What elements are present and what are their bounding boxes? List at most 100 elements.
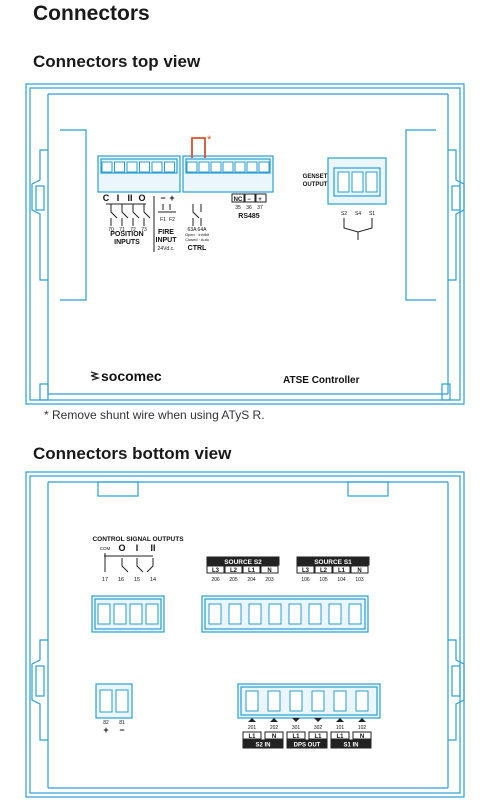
top-housing — [25, 83, 465, 405]
input-pair-banner — [242, 739, 284, 749]
terminal-screw — [164, 161, 175, 173]
position-symbol: I — [117, 193, 120, 203]
ctrl-rs485-connector — [182, 155, 274, 193]
terminal-screw — [97, 603, 111, 625]
cso-connector — [91, 595, 165, 633]
source-s1-label: SOURCE S1 — [314, 559, 352, 566]
position-terminal: 70 — [108, 227, 114, 233]
terminal-screw — [355, 690, 369, 712]
rs485-terminal: 35 — [235, 205, 241, 211]
terminal-screw — [258, 161, 270, 173]
page-heading: Connectors — [33, 2, 150, 25]
position-symbol: II — [127, 193, 132, 203]
sources-connector — [201, 595, 369, 633]
ctrl-terminal: 63A — [188, 227, 198, 233]
terminal-screw — [113, 603, 127, 625]
fire-input-label-2: INPUT — [156, 237, 178, 244]
input-pair-label: S2 IN — [255, 743, 270, 749]
rs485-symbol-boxes — [231, 193, 267, 203]
terminal-screw — [222, 161, 234, 173]
cso-symbol: II — [150, 543, 155, 553]
terminal-screw — [289, 690, 303, 712]
rs485-label: RS485 — [238, 213, 260, 220]
position-inputs-label-1: POSITION — [110, 231, 143, 238]
input-terminal: 202 — [270, 725, 279, 731]
terminal-screw — [208, 603, 222, 625]
shunt-asterisk: * — [207, 134, 212, 146]
cso-terminal: 17 — [102, 577, 108, 583]
input-pair-label: S1 IN — [343, 743, 358, 749]
output-arrow — [314, 718, 322, 722]
genset-label-1: GENSET — [303, 174, 328, 180]
input-terminal: 201 — [248, 725, 257, 731]
terminal-screw — [246, 161, 258, 173]
terminal-screw — [268, 603, 282, 625]
position-symbol: O — [138, 193, 145, 203]
source-s2-terminal: 203 — [265, 577, 274, 583]
input-phase: N — [272, 734, 276, 740]
cso-label: CONTROL SIGNAL OUTPUTS — [92, 536, 184, 543]
terminal-screw — [328, 603, 342, 625]
source-s1-phase: L1 — [338, 568, 346, 574]
terminal-screw — [348, 603, 362, 625]
source-s2-phase: L3 — [212, 568, 220, 574]
terminal-screw — [248, 603, 262, 625]
cso-symbol: O — [118, 543, 125, 553]
input-phase: N — [360, 734, 364, 740]
terminal-screw — [114, 161, 125, 173]
input-phase: L1 — [292, 734, 300, 740]
rs485-symbol: NC — [234, 197, 243, 203]
source-s2-phase-box — [260, 565, 279, 574]
socomec-logo: socomec — [90, 368, 162, 384]
rs485-symbols: NC−+ — [234, 197, 263, 203]
fire-input-label-1: FIRE — [158, 229, 174, 236]
rs485-symbol: + — [258, 197, 262, 203]
input-terminal: 301 — [292, 725, 301, 731]
input-arrow — [270, 718, 278, 722]
cso-terminal: 15 — [134, 577, 140, 583]
terminal-screw — [129, 603, 143, 625]
input-pair-banner — [330, 739, 372, 749]
inputs-connector — [237, 683, 381, 719]
genset-connector — [327, 157, 387, 205]
source-s2-phase: L2 — [230, 568, 238, 574]
product-name: ATSE Controller — [283, 375, 360, 386]
terminal-screw — [288, 603, 302, 625]
source-s1-phase-box — [332, 565, 351, 574]
source-s1-phase: L3 — [302, 568, 310, 574]
terminal-screw — [234, 161, 246, 173]
terminal-screw — [210, 161, 222, 173]
input-terminal: 102 — [358, 725, 367, 731]
output-arrow — [292, 718, 300, 722]
input-phase-box — [264, 731, 284, 740]
ctrl-label: CTRL — [188, 245, 207, 252]
ctrl-note-2: Closed · Auto — [185, 237, 210, 242]
terminal-screw — [186, 161, 198, 173]
source-s1-phase-box — [296, 565, 315, 574]
ctrl-note-1: Open · Inhibit — [185, 232, 210, 237]
source-s2-terminal: 205 — [229, 577, 238, 583]
fire-polarity-sign: − — [160, 193, 165, 203]
terminal-screw — [333, 690, 347, 712]
terminal-screw — [139, 161, 150, 173]
rs485-terminal: 37 — [257, 205, 263, 211]
fire-polarity-sign: + — [169, 193, 174, 203]
input-arrow — [248, 718, 256, 722]
fire-terminal: F1 — [160, 217, 166, 223]
input-phase-box — [352, 731, 372, 740]
terminal-screw — [245, 690, 259, 712]
source-s1-banner — [296, 556, 370, 566]
source-s1-terminal: 103 — [355, 577, 364, 583]
cso-symbol: I — [136, 543, 139, 553]
source-s2-terminal: 206 — [211, 577, 220, 583]
input-terminal: 302 — [314, 725, 323, 731]
input-phase: L1 — [336, 734, 344, 740]
fire-voltage: 24Vd.c. — [158, 246, 175, 252]
input-pair-label: DPS OUT — [294, 743, 321, 749]
input-pair-banner — [286, 739, 328, 749]
